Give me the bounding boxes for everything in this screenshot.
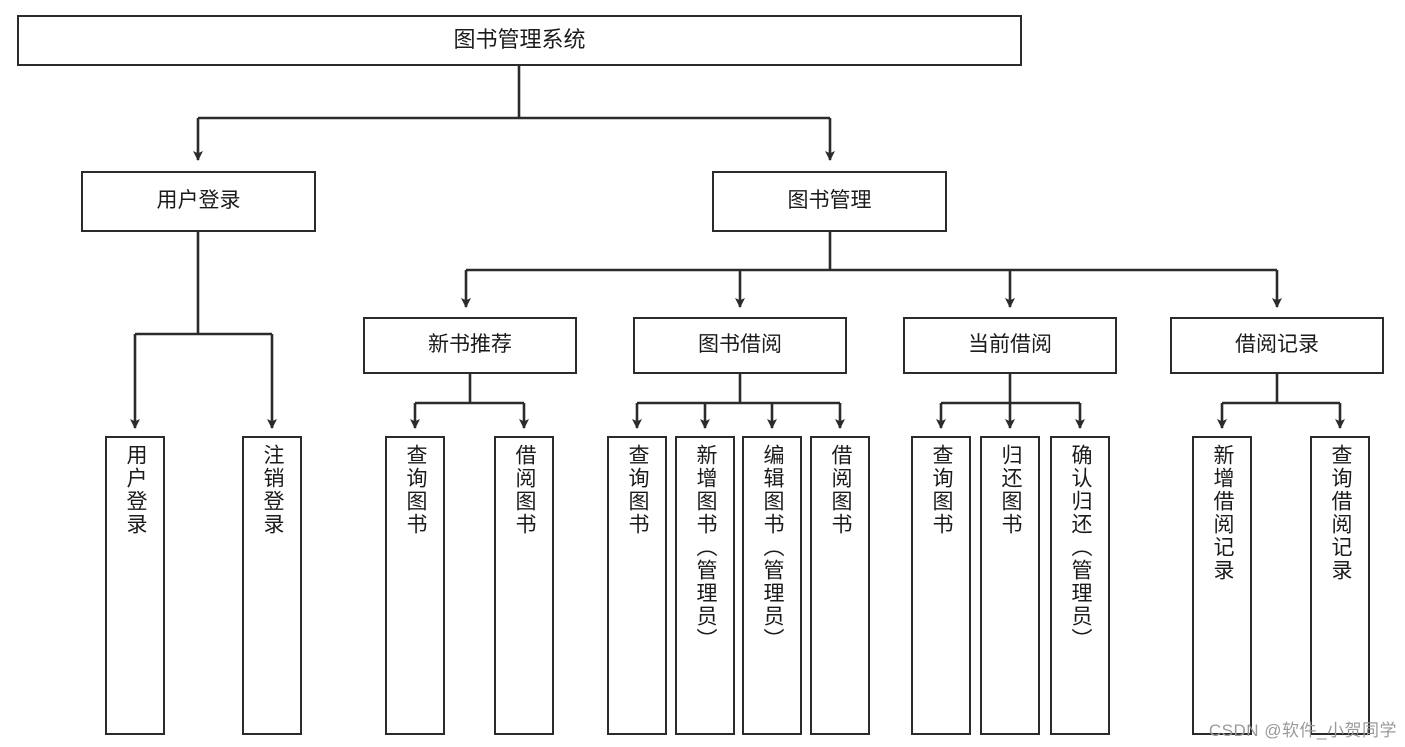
node-book-management[interactable]: 图书管理 <box>712 171 947 232</box>
node-label: 查询图书 <box>404 444 428 536</box>
leaf-logout[interactable]: 注销登录 <box>242 436 302 735</box>
node-label: 查询图书 <box>626 444 650 536</box>
node-label: 新增图书（管理员） <box>694 444 718 651</box>
leaf-borrow-book-new[interactable]: 借阅图书 <box>494 436 554 735</box>
leaf-query-book-current[interactable]: 查询图书 <box>911 436 971 735</box>
node-label: 确认归还（管理员） <box>1069 444 1093 651</box>
node-label: 新书推荐 <box>428 333 512 357</box>
node-label: 查询借阅记录 <box>1329 444 1353 582</box>
leaf-confirm-return-admin[interactable]: 确认归还（管理员） <box>1050 436 1110 735</box>
node-borrow-record[interactable]: 借阅记录 <box>1170 317 1384 374</box>
leaf-borrow-book[interactable]: 借阅图书 <box>810 436 870 735</box>
node-root-library-system[interactable]: 图书管理系统 <box>17 15 1022 66</box>
node-user-login[interactable]: 用户登录 <box>81 171 316 232</box>
leaf-query-book-new[interactable]: 查询图书 <box>385 436 445 735</box>
node-label: 用户登录 <box>124 444 148 536</box>
node-label: 编辑图书（管理员） <box>761 444 785 651</box>
node-book-borrow[interactable]: 图书借阅 <box>633 317 847 374</box>
node-label: 用户登录 <box>156 189 241 213</box>
leaf-query-book-borrow[interactable]: 查询图书 <box>607 436 667 735</box>
node-label: 借阅图书 <box>829 444 853 536</box>
node-label: 查询图书 <box>930 444 954 536</box>
node-label: 当前借阅 <box>968 333 1052 357</box>
node-label: 借阅记录 <box>1235 333 1319 357</box>
node-label: 新增借阅记录 <box>1211 444 1235 582</box>
node-label: 图书管理系统 <box>453 27 586 53</box>
node-label: 图书借阅 <box>698 333 782 357</box>
leaf-add-book-admin[interactable]: 新增图书（管理员） <box>675 436 735 735</box>
leaf-return-book[interactable]: 归还图书 <box>980 436 1040 735</box>
node-label: 图书管理 <box>787 189 872 213</box>
leaf-edit-book-admin[interactable]: 编辑图书（管理员） <box>742 436 802 735</box>
leaf-add-borrow-record[interactable]: 新增借阅记录 <box>1192 436 1252 735</box>
node-label: 借阅图书 <box>513 444 537 536</box>
node-label: 注销登录 <box>261 444 285 536</box>
node-current-borrow[interactable]: 当前借阅 <box>903 317 1117 374</box>
watermark: CSDN @软件_小贺同学 <box>1208 721 1397 740</box>
leaf-query-borrow-record[interactable]: 查询借阅记录 <box>1310 436 1370 735</box>
node-label: 归还图书 <box>999 444 1023 536</box>
node-new-book-recommend[interactable]: 新书推荐 <box>363 317 577 374</box>
leaf-user-login[interactable]: 用户登录 <box>105 436 165 735</box>
